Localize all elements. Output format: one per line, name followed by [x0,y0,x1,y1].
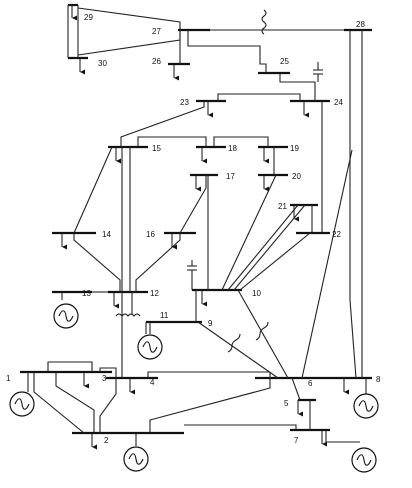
generator-symbol [137,334,163,360]
load-arrows [61,5,349,450]
generator-symbol [123,446,149,472]
bus-bars [20,3,372,435]
generators [9,292,379,473]
bus-labels: 1 2 3 4 5 6 7 8 9 10 11 12 13 14 15 16 1… [6,13,381,445]
transformer-coil [115,313,141,317]
bus-label-6: 6 [308,379,313,388]
bus-label-16: 16 [146,230,155,239]
bus-label-27: 27 [152,27,161,36]
branch-lines [33,5,363,434]
bus-label-24: 24 [334,98,343,107]
bus-label-19: 19 [290,144,299,153]
transformer-coil [261,9,267,35]
bus-label-22: 22 [332,230,341,239]
transformer-symbols [115,9,269,353]
bus-label-9: 9 [208,319,213,328]
bus-label-3: 3 [102,374,107,383]
bus-label-28: 28 [356,20,365,29]
generator-symbol [351,447,377,473]
generator-symbol [9,391,35,417]
transformer-coil [255,321,269,341]
bus-label-10: 10 [252,289,261,298]
bus-label-11: 11 [160,311,169,320]
bus-label-17: 17 [226,172,235,181]
bus-label-14: 14 [102,230,111,239]
bus-label-29: 29 [84,13,93,22]
bus-label-1: 1 [6,374,11,383]
transformer-coil [227,333,241,353]
bus-label-15: 15 [152,144,161,153]
bus-label-13: 13 [82,289,91,298]
bus-label-2: 2 [104,436,109,445]
bus-label-4: 4 [150,378,155,387]
bus-label-5: 5 [284,399,289,408]
bus-label-7: 7 [294,436,299,445]
bus-label-30: 30 [98,59,107,68]
bus-label-25: 25 [280,57,289,66]
bus-label-20: 20 [292,172,301,181]
bus-label-26: 26 [152,57,161,66]
bus-label-21: 21 [278,202,287,211]
bus-label-23: 23 [180,98,189,107]
generator-symbol [53,303,79,329]
bus-label-18: 18 [228,144,237,153]
bus-label-8: 8 [376,375,381,384]
capacitor-symbols [187,62,323,290]
bus-label-12: 12 [150,289,159,298]
generator-symbol [353,393,379,419]
